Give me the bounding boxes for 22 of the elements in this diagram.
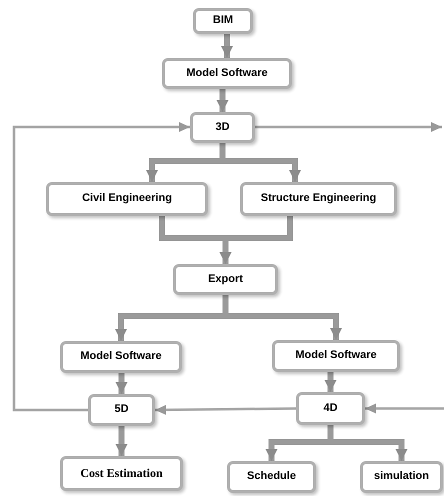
arrow bbox=[324, 372, 336, 392]
process-box: Schedule bbox=[227, 461, 316, 493]
process-box: Cost Estimation bbox=[60, 456, 183, 491]
arrow bbox=[154, 404, 296, 415]
process-box: Model Software bbox=[272, 340, 400, 372]
arrow bbox=[116, 426, 128, 456]
process-box: Civil Engineering bbox=[46, 182, 208, 216]
process-box: 3D bbox=[190, 112, 255, 143]
process-box: BIM bbox=[193, 8, 253, 34]
process-box: Model Software bbox=[162, 58, 292, 89]
arrow bbox=[365, 404, 444, 414]
process-box: simulation bbox=[360, 461, 443, 493]
process-box: 4D bbox=[296, 392, 365, 425]
process-box: Model Software bbox=[60, 341, 182, 373]
process-box: Structure Engineering bbox=[240, 182, 397, 216]
arrow bbox=[216, 89, 228, 112]
arrow bbox=[12, 122, 190, 412]
arrow bbox=[255, 122, 442, 132]
process-box: 5D bbox=[88, 394, 155, 426]
arrow bbox=[221, 34, 233, 58]
arrow bbox=[116, 373, 128, 394]
process-box: Export bbox=[173, 264, 278, 295]
